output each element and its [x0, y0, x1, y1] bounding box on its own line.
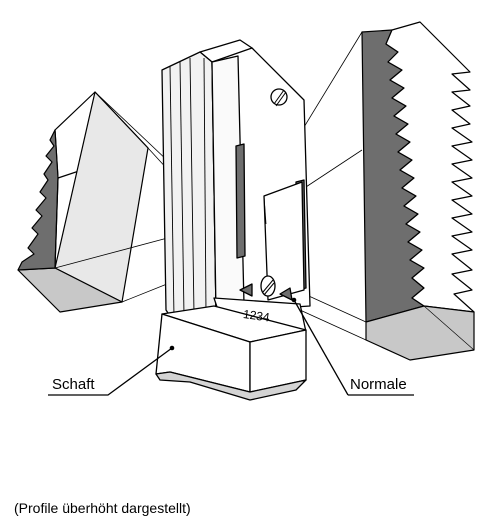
shank-label: Schaft: [52, 376, 95, 393]
right-profile-block: [361, 21, 475, 361]
left-triangle-marker: [239, 283, 253, 297]
left-profile-block: [17, 91, 149, 313]
shank-leader-dot: [169, 345, 175, 351]
serial-number: 1234: [242, 307, 271, 325]
shank-leader: [48, 347, 173, 396]
left-block-profile-face: [17, 129, 59, 271]
left-groove: [235, 143, 246, 259]
normal-leader-dot: [291, 297, 297, 303]
shank-bottom: [155, 371, 307, 401]
gauge-window: [263, 181, 305, 301]
normal-label: Normale: [350, 376, 407, 393]
leader-lines: [48, 299, 414, 396]
figure-caption: (Profile überhöht dargestellt): [14, 500, 191, 516]
right-triangle-marker: [279, 287, 293, 301]
gauge-body: [155, 39, 311, 401]
